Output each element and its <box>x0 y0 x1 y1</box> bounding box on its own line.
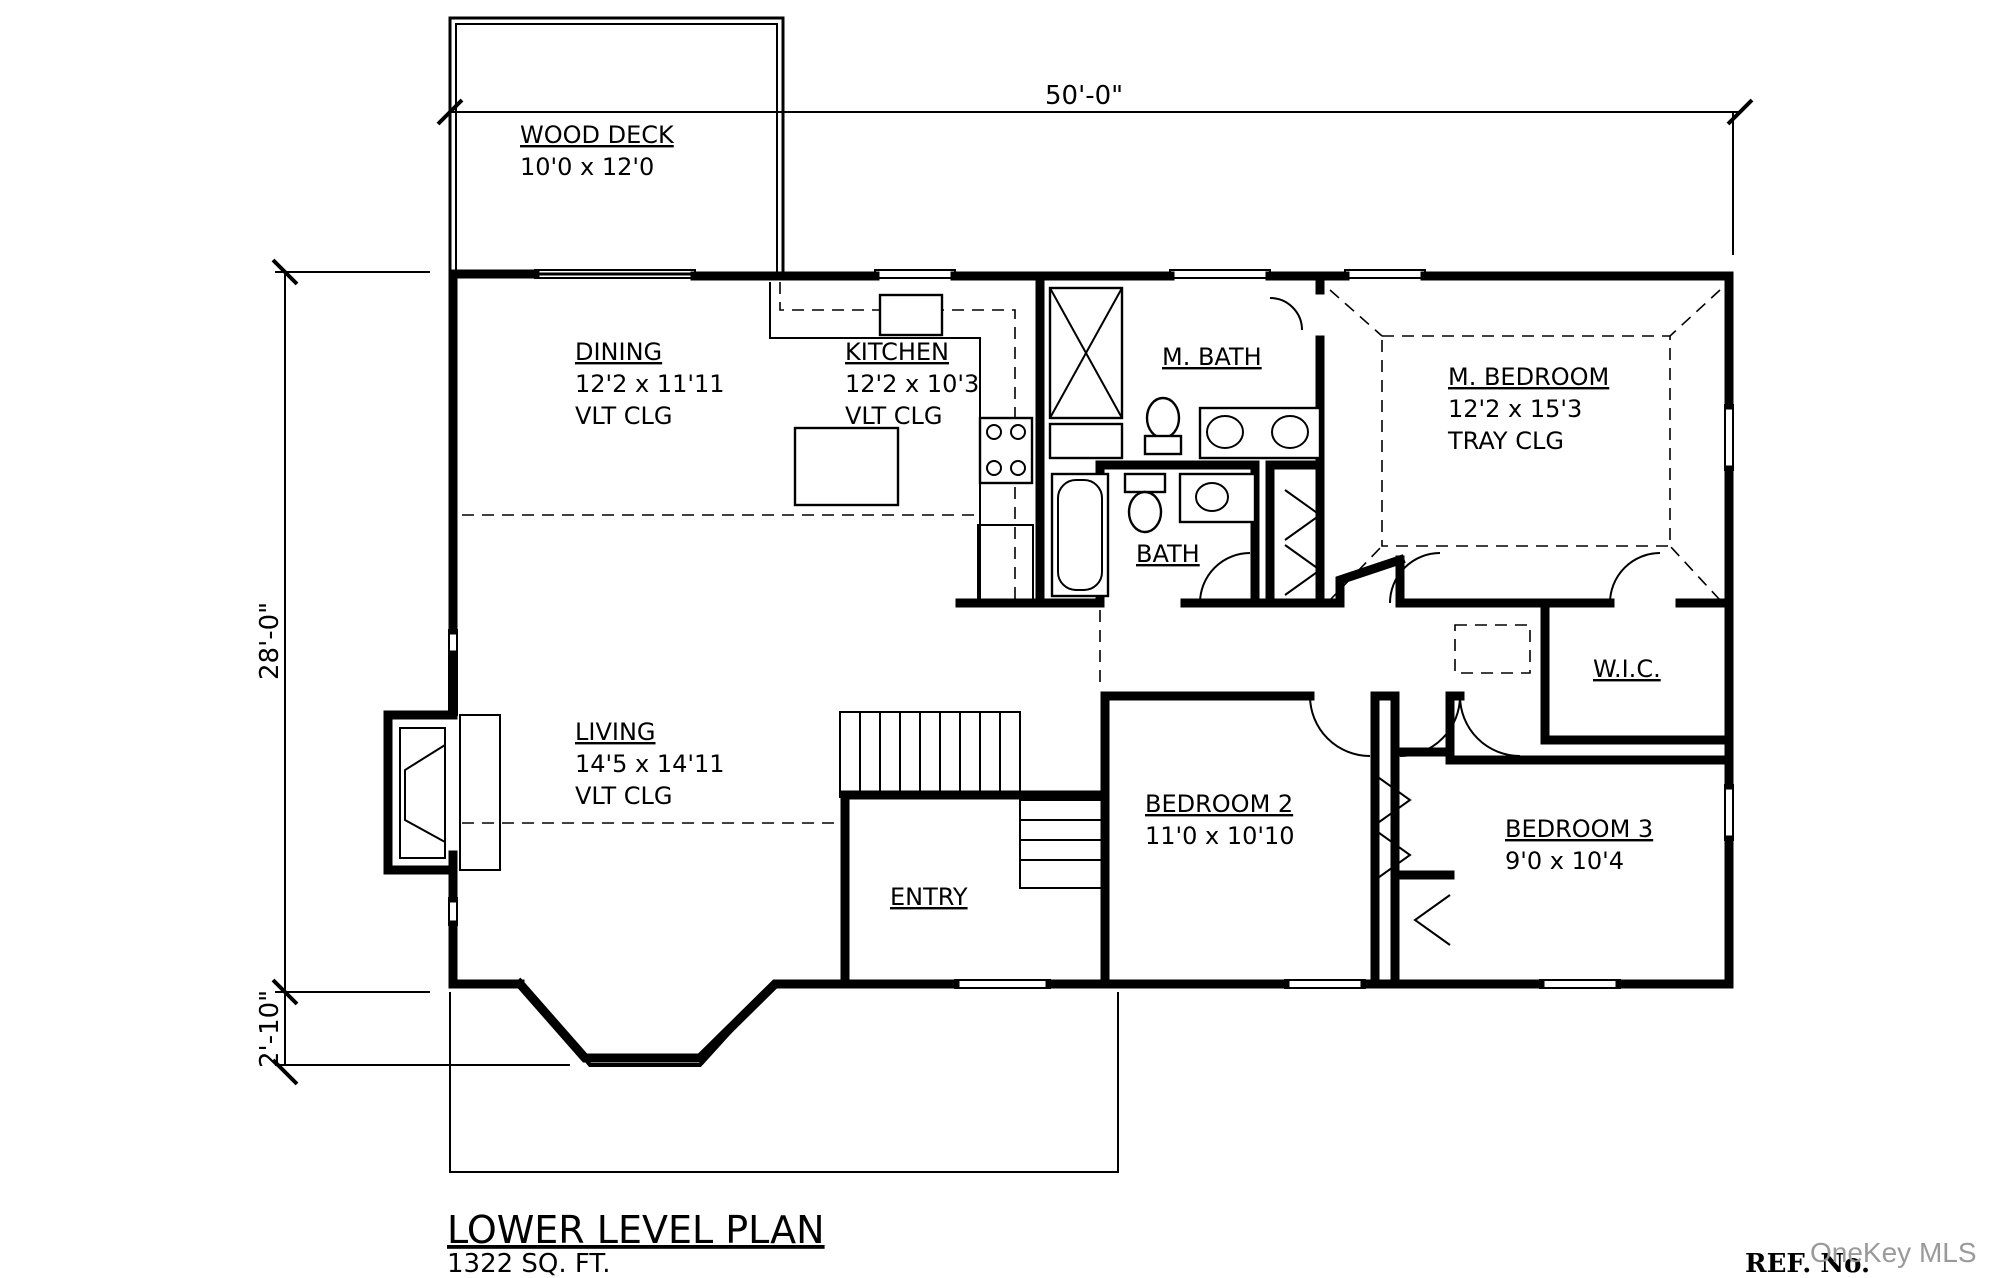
label-dining: DINING 12'2 x 11'11 VLT CLG <box>575 338 725 430</box>
label-master-bedroom: M. BEDROOM 12'2 x 15'3 TRAY CLG <box>1447 363 1609 455</box>
living-note: VLT CLG <box>575 782 673 810</box>
exterior-walls <box>448 269 1734 1067</box>
label-bath: BATH <box>1136 540 1200 568</box>
stairs <box>839 711 1103 889</box>
kitchen-size: 12'2 x 10'3 <box>845 370 979 398</box>
closet-doors <box>1284 489 1531 946</box>
front-porch <box>449 992 1119 1173</box>
bath-fixtures <box>1050 472 1257 604</box>
label-entry: ENTRY <box>890 883 968 911</box>
master-bedroom-size: 12'2 x 15'3 <box>1448 395 1582 423</box>
dimension-bay: 2'-10" <box>255 990 285 1068</box>
label-wic: W.I.C. <box>1593 655 1661 683</box>
master-bedroom-note: TRAY CLG <box>1447 427 1564 455</box>
bedroom2-name: BEDROOM 2 <box>1145 790 1293 818</box>
dining-name: DINING <box>575 338 662 366</box>
bath-name: BATH <box>1136 540 1200 568</box>
ref-number: REF. No. <box>1745 1249 1870 1278</box>
master-bath-name: M. BATH <box>1162 343 1262 371</box>
bedroom3-size: 9'0 x 10'4 <box>1505 847 1624 875</box>
dining-size: 12'2 x 11'11 <box>575 370 725 398</box>
dimension-lines <box>271 98 1754 1086</box>
wic-name: W.I.C. <box>1593 655 1661 683</box>
watermark: OneKey MLS <box>1810 1237 1977 1268</box>
kitchen-note: VLT CLG <box>845 402 943 430</box>
kitchen-name: KITCHEN <box>845 338 949 366</box>
plan-area: 1322 SQ. FT. <box>447 1249 611 1278</box>
dimension-depth: 28'-0" <box>255 602 285 680</box>
living-size: 14'5 x 14'11 <box>575 750 725 778</box>
plan-title: LOWER LEVEL PLAN <box>447 1208 825 1252</box>
wood-deck-name: WOOD DECK <box>520 121 675 149</box>
label-master-bath: M. BATH <box>1162 343 1262 371</box>
tray-ceiling <box>1329 289 1721 604</box>
kitchen-counters <box>769 282 1034 601</box>
interior-walls <box>840 271 1734 989</box>
master-bath-fixtures <box>1048 286 1322 460</box>
label-bedroom3: BEDROOM 3 9'0 x 10'4 <box>1505 815 1653 875</box>
label-living: LIVING 14'5 x 14'11 VLT CLG <box>575 718 725 810</box>
label-wood-deck: WOOD DECK 10'0 x 12'0 <box>520 121 675 181</box>
entry-name: ENTRY <box>890 883 968 911</box>
dimension-width: 50'-0" <box>1045 81 1123 111</box>
wood-deck-size: 10'0 x 12'0 <box>520 153 654 181</box>
fireplace <box>383 710 501 875</box>
bedroom2-size: 11'0 x 10'10 <box>1145 822 1295 850</box>
label-bedroom2: BEDROOM 2 11'0 x 10'10 <box>1145 790 1295 850</box>
bedroom3-name: BEDROOM 3 <box>1505 815 1653 843</box>
master-bedroom-name: M. BEDROOM <box>1448 363 1609 391</box>
ceiling-lines <box>462 514 1101 824</box>
living-name: LIVING <box>575 718 656 746</box>
windows <box>448 269 1734 989</box>
label-kitchen: KITCHEN 12'2 x 10'3 VLT CLG <box>845 338 979 430</box>
wood-deck <box>448 16 785 276</box>
dining-note: VLT CLG <box>575 402 673 430</box>
